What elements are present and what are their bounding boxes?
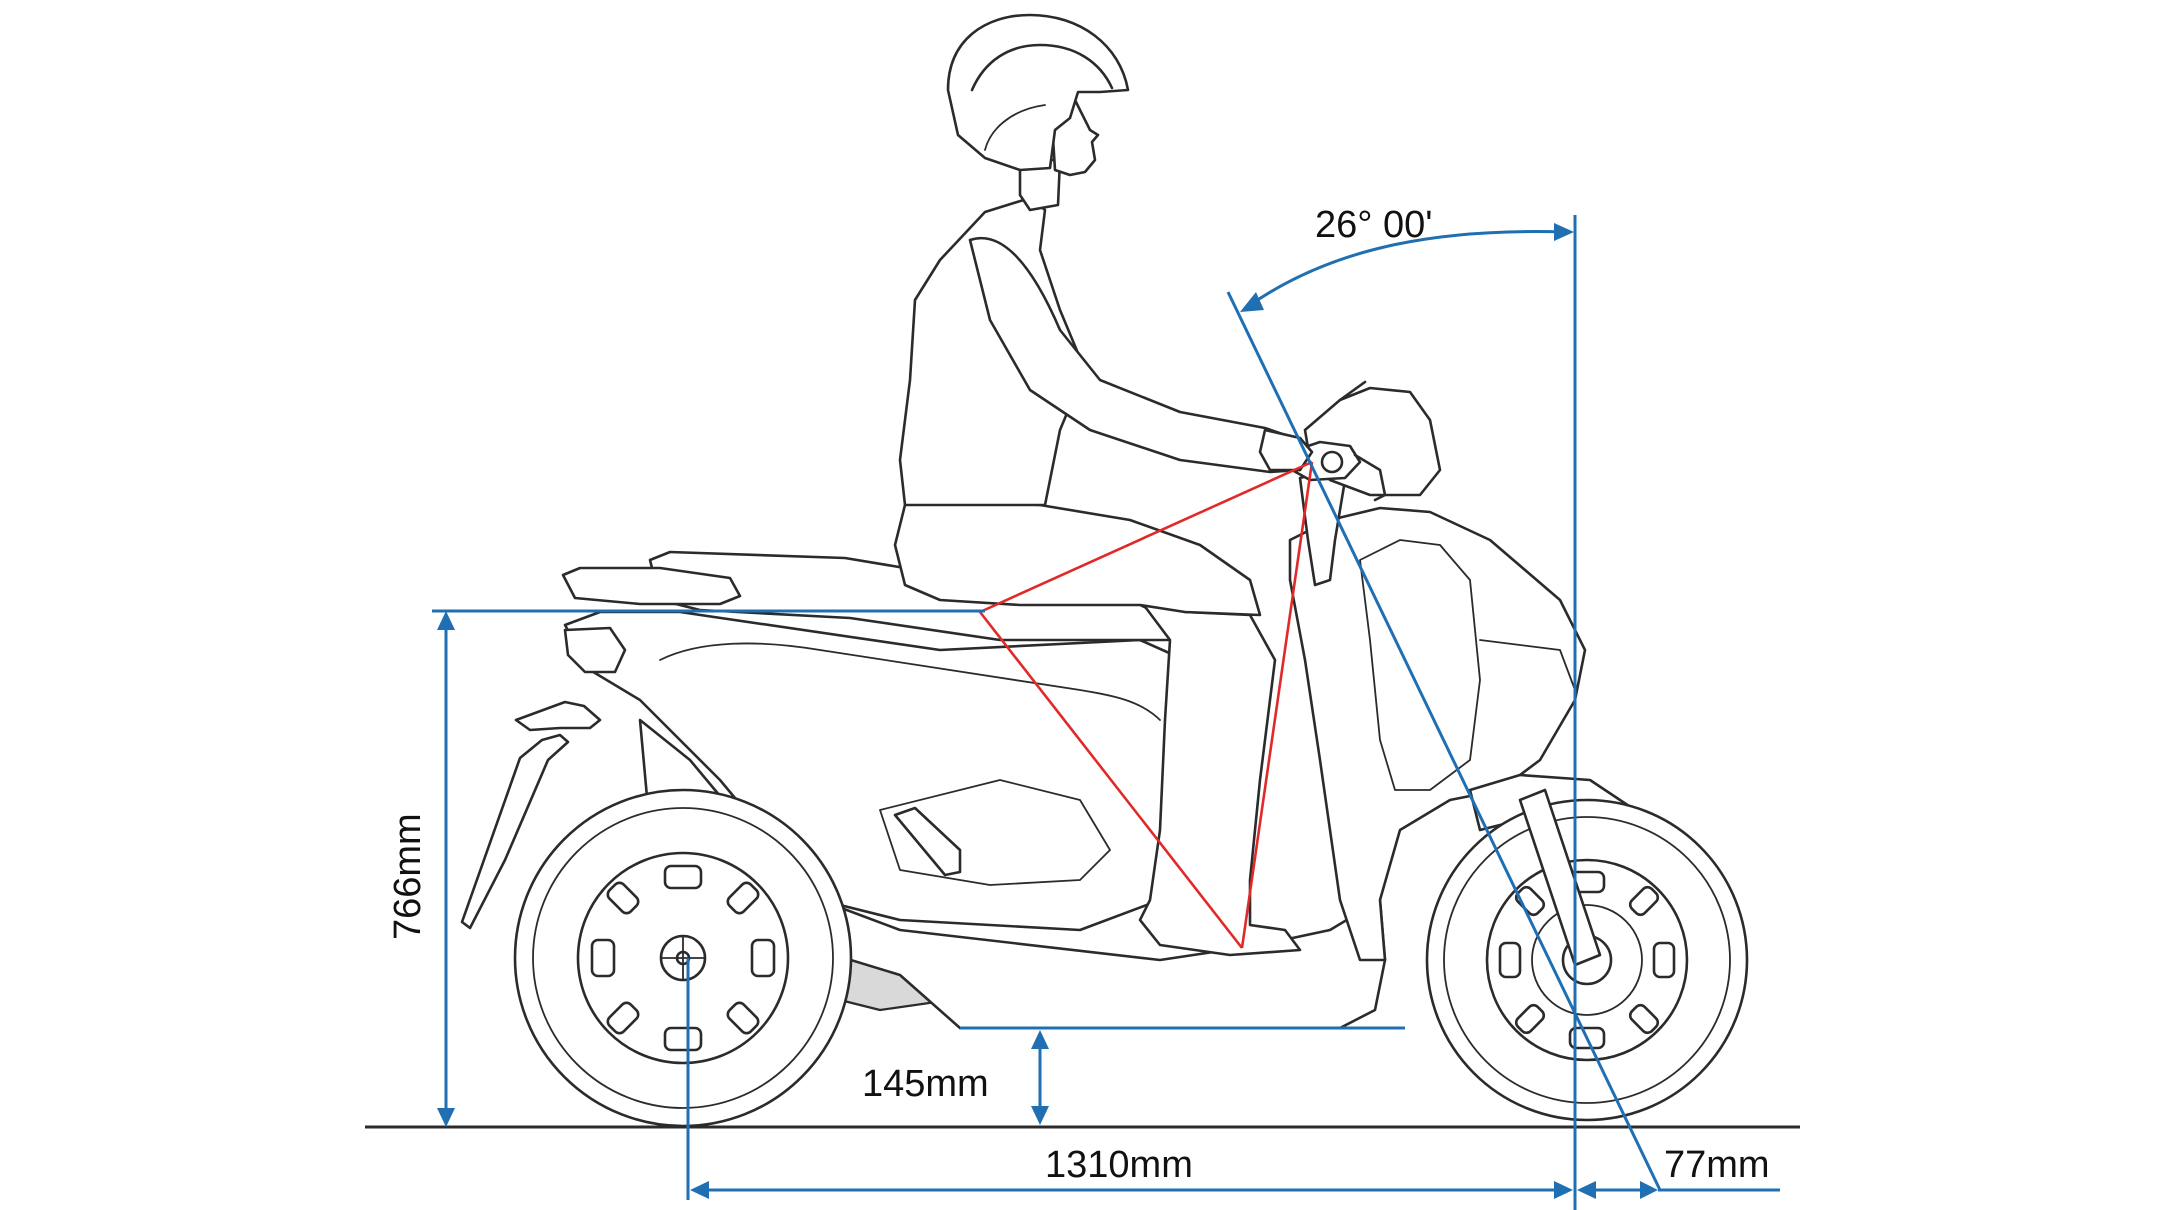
trail-arrow-left: [1577, 1181, 1596, 1199]
front-body-crease: [1479, 639, 1576, 691]
front-tire-inner: [1443, 816, 1731, 1104]
brake-lever: [1353, 453, 1387, 502]
ergonomic-triangle: [978, 460, 1314, 949]
front-spoke-slot-4: [1652, 941, 1676, 979]
caster-arrow-left: [1240, 292, 1264, 312]
grab-rail: [561, 566, 742, 606]
seat-height-arrow-bottom: [437, 1108, 455, 1127]
wheelbase-label: 1310mm: [1045, 1144, 1193, 1186]
front-spoke-slot-8: [1628, 1003, 1660, 1035]
ground-clearance-label: 145mm: [862, 1063, 989, 1105]
clearance-arrow-bottom: [1031, 1106, 1049, 1125]
rider-helmet: [946, 13, 1130, 172]
rear-spoke-slot-6: [726, 881, 760, 915]
trail-arrow-right: [1640, 1181, 1658, 1199]
rider-thigh: [893, 498, 1262, 617]
helmet-visor-edge: [970, 43, 1114, 92]
triangle-seat-to-grip: [979, 460, 1313, 614]
front-spoke-slot-3: [1498, 941, 1522, 979]
front-leg-shield: [1288, 506, 1587, 962]
side-cover-contour: [659, 642, 1161, 721]
caster-angle-label: 26° 00': [1315, 204, 1433, 246]
clearance-arrow-top: [1031, 1030, 1049, 1049]
caster-angle-arc: [1249, 230, 1566, 307]
rear-spoke-slot-8: [726, 1001, 760, 1035]
tail-light: [563, 626, 627, 674]
rider-lower-leg: [1138, 598, 1302, 957]
caster-arrow-right: [1554, 223, 1574, 241]
side-cover-inner: [879, 779, 1111, 886]
wheelbase-arrow-left: [690, 1181, 709, 1199]
rear-tire-inner: [532, 807, 834, 1109]
mirror-stem: [1338, 380, 1367, 402]
rider-silhouette: [893, 13, 1314, 957]
helmet-inner-line: [984, 104, 1046, 151]
rear-wheel: [513, 788, 853, 1128]
side-vent: [893, 806, 962, 877]
wheelbase-arrow-right: [1554, 1181, 1573, 1199]
rear-hugger: [460, 733, 570, 930]
rear-spoke-slot-7: [606, 1001, 640, 1035]
steering-axis-line: [1226, 291, 1662, 1191]
scooter-side-view: [460, 380, 1749, 1128]
front-fork: [1518, 788, 1602, 967]
leg-shield-inner: [1359, 539, 1481, 791]
rear-spoke-slot-5: [606, 881, 640, 915]
rear-spoke-slot-1: [663, 864, 703, 890]
front-spoke-slot-6: [1628, 885, 1660, 917]
triangle-foot-to-seat: [978, 611, 1244, 949]
rear-spoke-slot-3: [590, 938, 616, 978]
grip-end: [1320, 450, 1344, 474]
license-bracket: [514, 700, 602, 732]
seat-height-arrow-top: [437, 611, 455, 630]
front-brake-disc: [1531, 904, 1643, 1016]
seat-height-label: 766mm: [387, 813, 429, 940]
rear-spoke-slot-4: [750, 938, 776, 978]
dimension-annotations: [432, 215, 1780, 1210]
triangle-grip-to-foot: [1240, 461, 1314, 949]
rear-spoke-slot-2: [663, 1026, 703, 1052]
trail-label: 77mm: [1664, 1144, 1770, 1186]
front-spoke-slot-7: [1514, 1003, 1546, 1035]
